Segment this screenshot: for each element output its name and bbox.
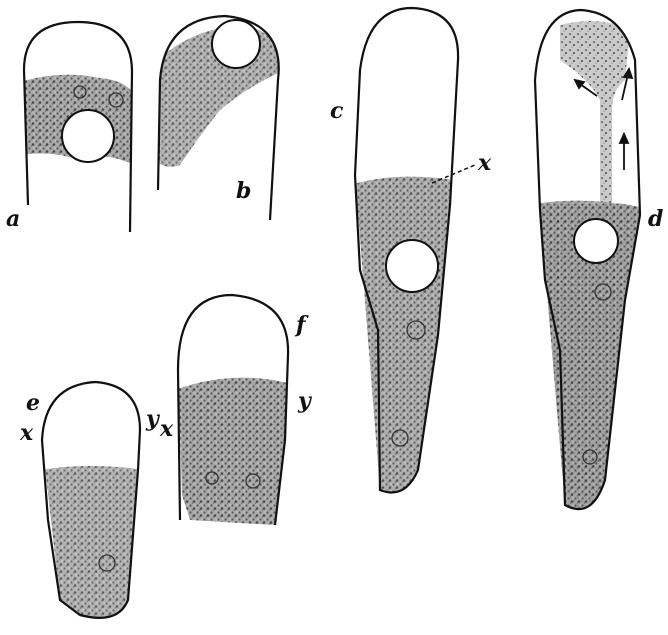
cell-c	[350, 8, 475, 520]
nucleus-c	[386, 240, 438, 292]
label-a: a	[6, 208, 20, 230]
label-e: e	[26, 392, 40, 414]
cell-f	[175, 295, 295, 530]
cell-d	[530, 10, 645, 520]
label-x-c: x	[478, 152, 491, 174]
nucleus-a	[62, 110, 114, 162]
label-c: c	[330, 100, 343, 122]
label-b: b	[236, 180, 251, 202]
cell-a	[20, 22, 135, 232]
label-x-f: x	[160, 418, 173, 440]
label-d: d	[648, 208, 663, 230]
nucleus-b	[212, 20, 260, 68]
label-y-f: y	[298, 390, 311, 412]
nucleus-d	[574, 219, 618, 263]
label-x-e: x	[20, 422, 33, 444]
cell-e	[40, 382, 145, 630]
cell-b	[155, 16, 285, 220]
label-f: f	[296, 314, 305, 336]
label-y-e: y	[146, 408, 159, 430]
